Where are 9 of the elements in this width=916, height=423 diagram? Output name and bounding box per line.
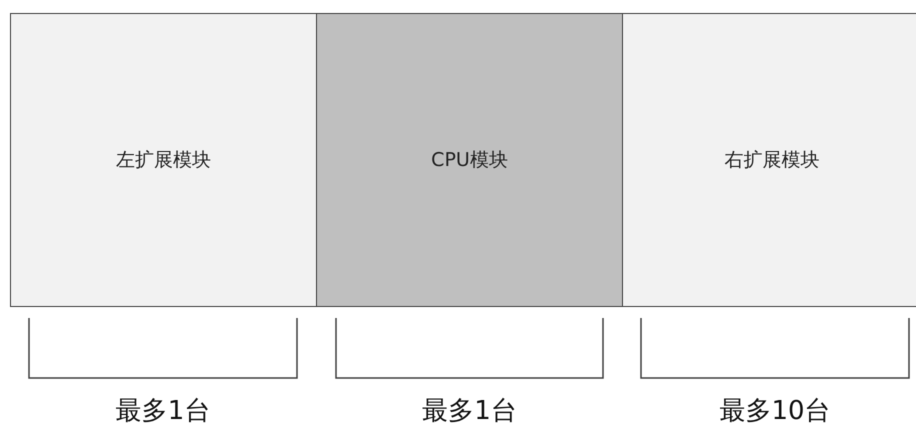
count-label: 最多1台 bbox=[421, 395, 518, 423]
count-label: 最多1台 bbox=[114, 395, 212, 423]
module-label: 左扩展模块 bbox=[116, 148, 211, 173]
module-label: 右扩展模块 bbox=[724, 148, 820, 173]
module-box bbox=[10, 13, 317, 307]
count-label: 最多10台 bbox=[718, 395, 832, 423]
module-box bbox=[316, 13, 623, 307]
module-label: CPU模块 bbox=[431, 148, 508, 173]
module-box bbox=[622, 13, 916, 307]
